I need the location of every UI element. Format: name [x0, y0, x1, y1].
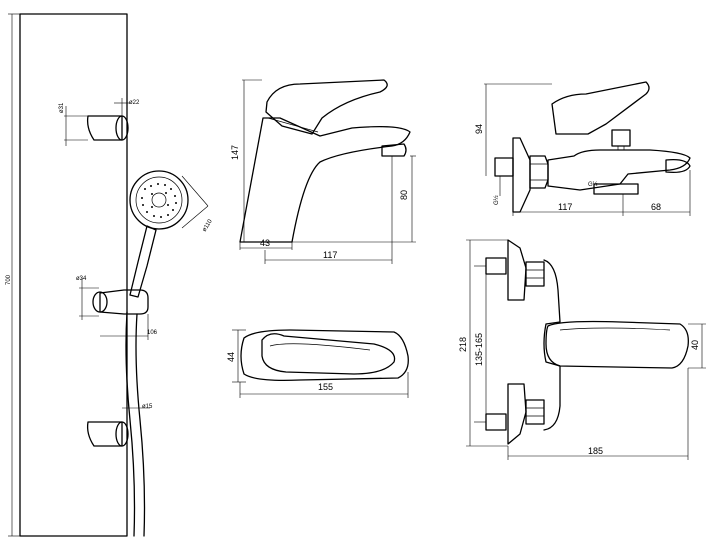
handshower-head [129, 170, 189, 230]
bath-inlet-thread-label: G½ [493, 195, 500, 205]
rail-height-label: 700 [6, 274, 12, 285]
upper-bracket-dia-label: ø31 [59, 102, 65, 113]
bath-front-upper-nut [525, 261, 545, 287]
basin-mixer-top-view: 44 155 [226, 329, 409, 398]
lower-wall-bracket [86, 421, 129, 447]
bath-front-height-label: 218 [458, 337, 468, 352]
bath-front-centres-label: 135-165 [474, 333, 484, 366]
basin-top-lever [261, 333, 396, 375]
bath-lever-height-label: 94 [474, 124, 484, 134]
rail-panel [19, 13, 128, 537]
basin-base-offset-label: 43 [260, 238, 270, 248]
basin-mixer-side-view: 147 80 43 117 [230, 79, 416, 264]
bath-side-body [547, 149, 691, 191]
bath-front-body [543, 259, 561, 431]
bath-front-lower-nut [525, 399, 545, 425]
bath-outlet-thread-label: G½ [588, 181, 598, 188]
bath-mixer-side-view: 94 G½ G½ 117 68 [474, 81, 691, 216]
basin-height-label: 147 [230, 145, 240, 160]
bath-front-lower-inlet [485, 413, 507, 431]
slider-dia-label: ø34 [76, 276, 87, 282]
hand-shower [129, 170, 209, 298]
shower-rail-view: 700 ø31 ø22 [6, 13, 214, 537]
bath-front-lower-escutcheon [507, 383, 527, 445]
slider-bracket [79, 278, 149, 340]
bath-front-width-label: 185 [588, 446, 603, 456]
bath-side-spout-tip [665, 158, 691, 174]
hose-dia-label: ø15 [142, 404, 153, 410]
upper-wall-bracket [64, 98, 130, 146]
handshower-dia-label: ø110 [202, 218, 214, 233]
bath-side-diverter [611, 129, 631, 147]
basin-mixer-aerator [381, 143, 407, 157]
bath-body-length-label: 117 [558, 202, 572, 212]
basin-mixer-lever [265, 79, 388, 135]
bath-front-lever-height-label: 40 [690, 340, 700, 350]
basin-spout-height-label: 80 [399, 190, 409, 200]
bath-spout-length-label: 68 [651, 202, 661, 212]
bath-side-inlet [494, 157, 514, 177]
basin-top-length-label: 155 [318, 382, 333, 392]
basin-mixer-body [239, 117, 411, 243]
bath-side-lever [551, 81, 650, 135]
slider-depth-label: 106 [147, 330, 158, 336]
bath-side-outlet [593, 183, 639, 195]
handshower-grip [129, 225, 157, 298]
bath-front-upper-escutcheon [507, 239, 527, 301]
bath-side-nut [529, 155, 549, 189]
bath-side-escutcheon [512, 137, 531, 213]
bath-mixer-front-view: 218 135-165 40 185 [458, 239, 706, 460]
hose-right [135, 313, 146, 537]
basin-top-width-label: 44 [226, 352, 236, 362]
upper-pin-dia-label: ø22 [129, 100, 140, 106]
bath-front-lever [545, 320, 689, 369]
basin-spout-reach-label: 117 [323, 250, 337, 260]
basin-top-outline [240, 329, 409, 382]
hose-left [125, 311, 136, 537]
bath-front-upper-inlet [485, 257, 507, 275]
